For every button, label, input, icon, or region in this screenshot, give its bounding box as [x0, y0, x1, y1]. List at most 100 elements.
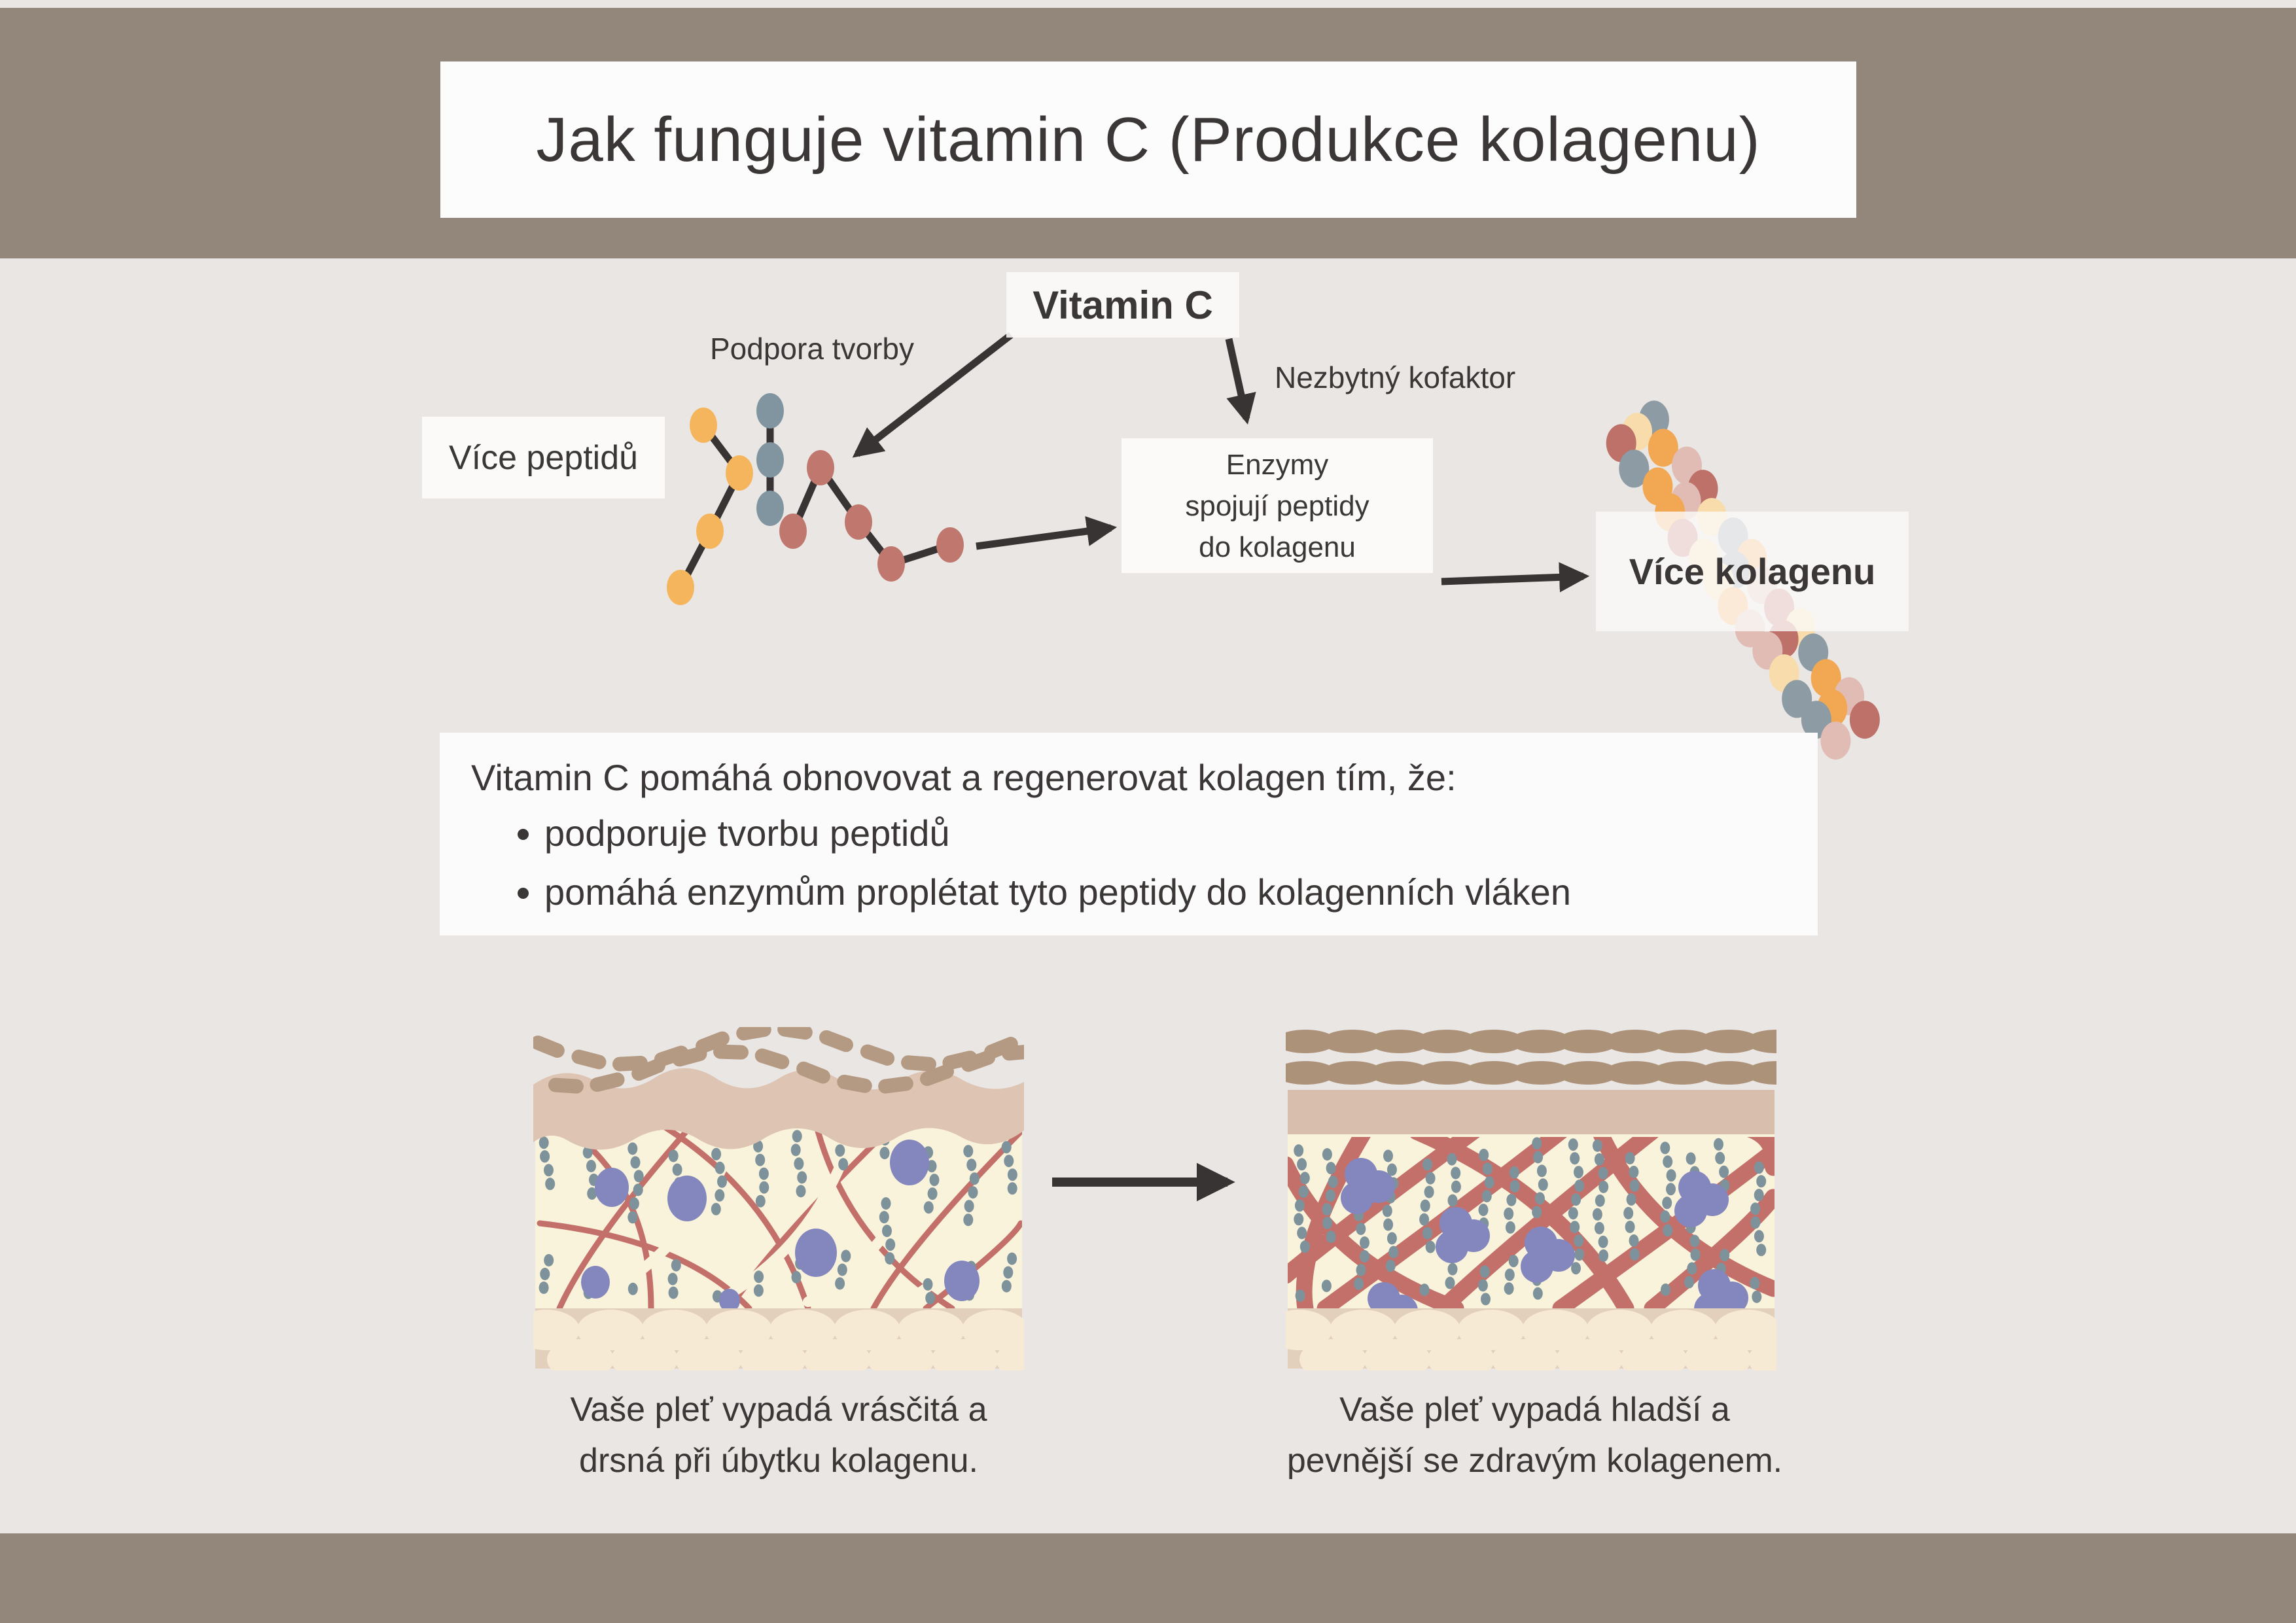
epidermis-band-cell: [1416, 1061, 1477, 1085]
fat-cell: [1492, 1339, 1559, 1370]
arrow-enzymes-to-collagen: [1441, 562, 1590, 593]
fat-cell: [1522, 1310, 1589, 1350]
elastin-dot: [1425, 1240, 1436, 1253]
elastin-dot: [796, 1185, 806, 1198]
elastin-dot: [1532, 1206, 1542, 1219]
explanation-box: Vitamin C pomáhá obnovovat a regenerovat…: [440, 733, 1818, 935]
elastin-dot: [1598, 1249, 1609, 1262]
epidermis-band-cell: [1604, 1030, 1666, 1053]
epidermis-brick: [920, 1064, 954, 1087]
fibroblast-cell: [1694, 1293, 1727, 1308]
elastin-dot: [923, 1278, 933, 1291]
collagen-strand: [1296, 1137, 1371, 1308]
elastin-dot: [1326, 1189, 1335, 1202]
fat-cell: [769, 1310, 836, 1350]
elastin-dot: [1382, 1204, 1392, 1217]
elastin-dot: [1322, 1217, 1332, 1230]
skin-before-illustration: [533, 1027, 1024, 1370]
elastin-dot: [1356, 1223, 1366, 1235]
epidermis-band-cell: [1322, 1061, 1383, 1085]
fat-cell: [868, 1339, 934, 1370]
fibroblast-cell: [1436, 1230, 1468, 1263]
fibroblast-cell: [1385, 1295, 1418, 1308]
elastin-dot: [1504, 1207, 1514, 1220]
dermis-highlight: [587, 1146, 735, 1307]
elastin-dot: [1481, 1293, 1491, 1306]
elastin-dot: [968, 1186, 978, 1199]
epidermis-brick: [754, 1048, 790, 1070]
elastin-dot: [1297, 1227, 1307, 1240]
nezbytny-kofaktor-label: Nezbytný kofaktor: [1275, 360, 1516, 394]
elastin-dot: [1383, 1218, 1394, 1231]
elastin-dot: [882, 1225, 892, 1238]
elastin-dot: [1419, 1213, 1430, 1226]
epidermis-brick: [1002, 1044, 1024, 1061]
peptide-bead: [807, 450, 834, 485]
fat-cell: [705, 1310, 772, 1350]
elastin-dot: [1504, 1268, 1515, 1282]
elastin-dot: [1689, 1234, 1700, 1248]
fat-cell: [739, 1339, 806, 1370]
epidermis-brick: [672, 1047, 707, 1067]
elastin-dot: [1356, 1264, 1366, 1276]
elastin-dot: [545, 1178, 556, 1191]
elastin-dot: [1506, 1193, 1517, 1206]
elastin-dot: [1754, 1189, 1764, 1202]
fat-cell: [533, 1310, 580, 1350]
skin-after-illustration: [1286, 1030, 1776, 1370]
epidermis-band-cell: [1651, 1030, 1713, 1053]
epidermis-brick: [878, 1076, 913, 1094]
fat-cell: [1684, 1339, 1751, 1370]
elastin-dot: [1447, 1194, 1458, 1207]
elastin-dot: [837, 1263, 847, 1276]
elastin-dot: [1424, 1185, 1434, 1198]
elastin-dot: [841, 1249, 851, 1263]
elastin-dot: [1295, 1289, 1305, 1302]
elastin-dot: [1629, 1248, 1640, 1261]
explanation-bullet: podporuje tvorbu peptidů: [544, 812, 1792, 855]
collagen-strand: [556, 1109, 707, 1308]
collagen-strand: [923, 1220, 1022, 1308]
fiber-bead: [1648, 428, 1678, 467]
elastin-dot: [544, 1254, 554, 1266]
dermis-content: [1288, 1137, 1775, 1308]
elastin-dot: [1570, 1221, 1580, 1234]
epidermis-brick: [696, 1031, 730, 1054]
elastin-dot: [1451, 1166, 1461, 1179]
elastin-dot: [1536, 1164, 1547, 1178]
elastin-dot: [1509, 1166, 1519, 1179]
elastin-dot: [1422, 1158, 1432, 1171]
fat-cell: [898, 1310, 964, 1350]
elastin-dot: [1422, 1227, 1433, 1240]
elastin-dot: [1451, 1180, 1461, 1193]
elastin-dot: [1574, 1248, 1585, 1261]
epidermis-band-cell: [1746, 1061, 1776, 1085]
elastin-dot: [1533, 1151, 1544, 1164]
elastin-dot: [792, 1130, 802, 1143]
elastin-dot: [1322, 1148, 1332, 1161]
elastin-dot: [1447, 1153, 1457, 1166]
elastin-dot: [1386, 1163, 1397, 1176]
epidermis-band-cell: [1369, 1061, 1430, 1085]
elastin-dot: [964, 1200, 974, 1213]
caption-line: Vaše pleť vypadá vrásčitá a: [570, 1391, 987, 1429]
peptide-bead: [667, 570, 694, 605]
peptide-chains-illustration: [667, 393, 964, 605]
elastin-dot: [1322, 1203, 1332, 1216]
peptide-bead: [877, 546, 905, 582]
peptide-bead: [690, 408, 717, 443]
peptide-bead: [696, 514, 724, 549]
elastin-dot: [969, 1172, 980, 1185]
elastin-dot: [1535, 1192, 1545, 1205]
explanation-bullet: pomáhá enzymům proplétat tyto peptidy do…: [544, 871, 1792, 914]
elastin-dot: [1570, 1152, 1580, 1165]
fat-cell: [1748, 1339, 1776, 1370]
elastin-dot: [1532, 1137, 1542, 1150]
elastin-dot: [1328, 1176, 1338, 1189]
elastin-dot: [1690, 1248, 1701, 1261]
elastin-dot: [1687, 1262, 1697, 1275]
fat-cell: [1620, 1339, 1687, 1370]
elastin-dot: [539, 1282, 549, 1294]
elastin-dot: [1007, 1168, 1017, 1181]
epidermis-brick: [736, 1027, 771, 1041]
